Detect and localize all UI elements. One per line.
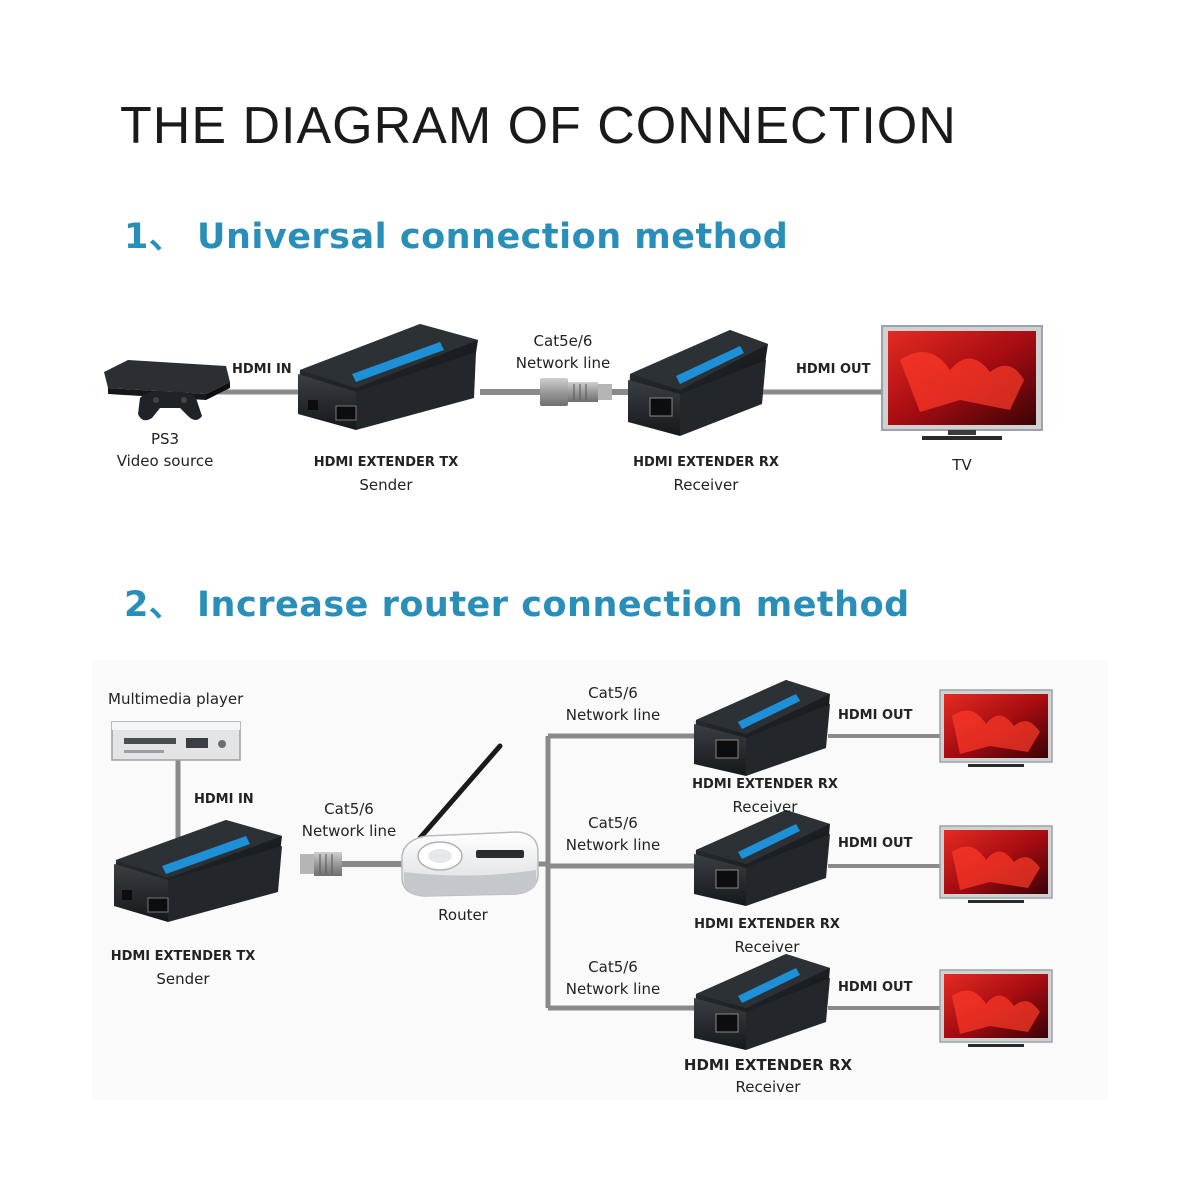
s2-tx-line2: Sender <box>156 970 210 988</box>
s2-branch2-rx-line2: Receiver <box>734 938 800 956</box>
s1-source-top: PS3 <box>150 430 180 448</box>
s2-cable-line2: Network line <box>301 822 397 840</box>
tv-icon <box>881 325 1043 440</box>
page-title: THE DIAGRAM OF CONNECTION <box>120 97 957 155</box>
s1-cable-line1: Cat5e/6 <box>533 332 593 350</box>
hdmi-extender-rx-device-1 <box>694 680 830 776</box>
s1-source-bottom: Video source <box>116 452 214 470</box>
tv-icon-2 <box>939 825 1053 903</box>
s2-branch2-rx-label: HDMI EXTENDER RX Receiver <box>682 914 852 958</box>
section1-heading: 1、 Universal connection method <box>124 217 789 257</box>
s2-branch3-cable-line2: Network line <box>565 980 661 998</box>
s2-branch1-rx-line1: HDMI EXTENDER RX <box>692 777 838 792</box>
s2-branch3-rx-label: HDMI EXTENDER RX Receiver <box>668 1054 868 1098</box>
rx-blue-stripe <box>676 346 744 384</box>
s2-branch3-cable-line1: Cat5/6 <box>588 958 638 976</box>
s1-cable-label: Cat5e/6 Network line <box>498 330 628 374</box>
s1-hdmi-out-label: HDMI OUT <box>796 362 871 377</box>
hdmi-extender-rx-device <box>628 330 768 436</box>
s1-tx-label: HDMI EXTENDER TX Sender <box>296 452 476 496</box>
s2-branch2-cable-line2: Network line <box>565 836 661 854</box>
s1-rx-line2: Receiver <box>673 476 739 494</box>
s2-branch1-rx-line2: Receiver <box>732 798 798 816</box>
section2-heading: 2、 Increase router connection method <box>124 585 910 625</box>
tx-blue-stripe <box>352 342 444 382</box>
s1-tx-line2: Sender <box>359 476 413 494</box>
s1-rx-line1: HDMI EXTENDER RX <box>633 455 779 470</box>
s2-branch3-rx-line2: Receiver <box>735 1078 801 1096</box>
s2-branch1-hdmi-out: HDMI OUT <box>838 708 913 723</box>
power-port <box>308 400 318 410</box>
rj45-connector-icon <box>540 378 612 406</box>
hdmi-extender-rx-device-2 <box>694 810 830 906</box>
s2-branch3-hdmi-out: HDMI OUT <box>838 980 913 995</box>
hdmi-port <box>335 405 357 421</box>
s2-player-label: Multimedia player <box>108 690 244 708</box>
s1-cable-line2: Network line <box>515 354 611 372</box>
s2-branch1-cable-line1: Cat5/6 <box>588 684 638 702</box>
s2-branch1-rx-label: HDMI EXTENDER RX Receiver <box>680 774 850 818</box>
multimedia-player-icon <box>111 721 241 761</box>
tv-icon-3 <box>939 969 1053 1047</box>
s1-tv-label: TV <box>952 456 972 474</box>
s2-hdmi-in-label: HDMI IN <box>194 792 254 807</box>
s2-router-label: Router <box>438 906 488 924</box>
s2-tx-line1: HDMI EXTENDER TX <box>110 949 256 964</box>
s2-branch3-cable-label: Cat5/6 Network line <box>554 956 672 1000</box>
rj45-port <box>649 397 673 417</box>
hdmi-extender-tx-device-2 <box>114 820 282 922</box>
s2-branch3-rx-line1: HDMI EXTENDER RX <box>683 1056 853 1074</box>
s2-branch2-rx-line1: HDMI EXTENDER RX <box>694 917 840 932</box>
router-icon <box>401 743 539 897</box>
s2-cable-line1: Cat5/6 <box>324 800 374 818</box>
section2-cables <box>175 733 942 1011</box>
s2-cable-label: Cat5/6 Network line <box>290 798 408 842</box>
s2-branch2-cable-line1: Cat5/6 <box>588 814 638 832</box>
hdmi-extender-rx-device-3 <box>694 954 830 1050</box>
s2-tx-label: HDMI EXTENDER TX Sender <box>98 946 268 990</box>
s1-hdmi-in-label: HDMI IN <box>232 362 292 377</box>
hdmi-extender-tx-device <box>298 324 478 430</box>
s2-branch1-cable-label: Cat5/6 Network line <box>554 682 672 726</box>
s2-branch2-hdmi-out: HDMI OUT <box>838 836 913 851</box>
s2-branch1-cable-line2: Network line <box>565 706 661 724</box>
rj45-connector-icon-2 <box>300 852 342 876</box>
tv-icon-1 <box>939 689 1053 767</box>
ps3-console-icon <box>104 360 230 421</box>
s1-source-label: PS3 Video source <box>100 428 230 472</box>
router-antenna <box>417 743 503 841</box>
s2-branch2-cable-label: Cat5/6 Network line <box>554 812 672 856</box>
s1-rx-label: HDMI EXTENDER RX Receiver <box>616 452 796 496</box>
s1-tx-line1: HDMI EXTENDER TX <box>313 455 459 470</box>
